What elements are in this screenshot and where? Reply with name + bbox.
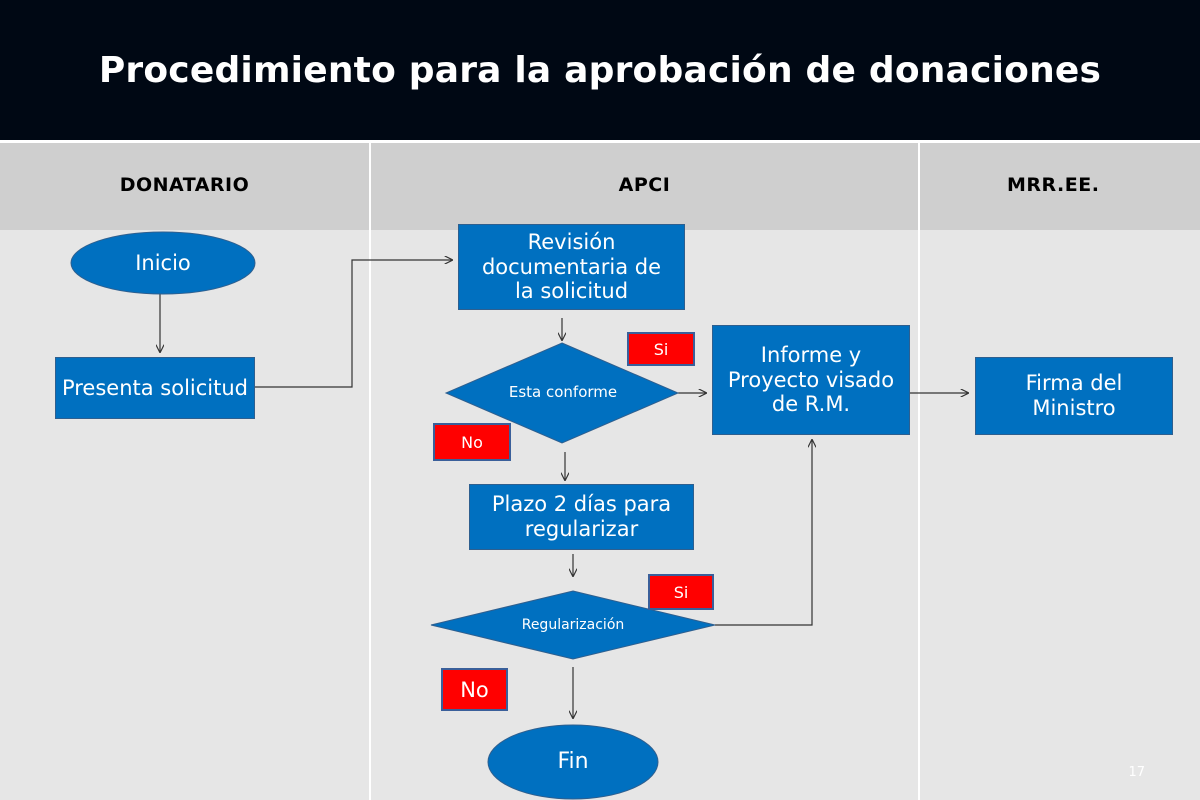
- title-bar: Procedimiento para la aprobación de dona…: [0, 0, 1200, 140]
- regularizacion-decision: [430, 590, 716, 660]
- firma-ministro-box: Firma del Ministro: [975, 357, 1173, 435]
- lane-header-row: [0, 140, 1200, 230]
- no-conforme-tag: No: [433, 423, 511, 461]
- fin-label: Fin: [557, 749, 589, 775]
- presenta-solicitud-box: Presenta solicitud: [55, 357, 255, 419]
- regularizacion-label: Regularización: [521, 616, 625, 633]
- no-regularizacion-tag: No: [441, 668, 508, 711]
- si-regularizacion-tag: Si: [648, 574, 714, 610]
- esta-conforme-decision: [444, 342, 680, 444]
- page-title: Procedimiento para la aprobación de dona…: [98, 49, 1102, 91]
- esta-conforme-label: Esta conforme: [508, 383, 618, 402]
- plazo-regularizar-box: Plazo 2 días para regularizar: [469, 484, 694, 550]
- si-conforme-tag: Si: [627, 332, 695, 366]
- lane-divider: [918, 140, 920, 800]
- arrow-regularizacion-to-informe: [715, 440, 812, 626]
- fin-terminator: [487, 724, 659, 800]
- inicio-label: Inicio: [135, 250, 191, 275]
- arrow-presenta-to-revision: [255, 260, 452, 388]
- revision-documentaria-box: Revisión documentaria de la solicitud: [458, 224, 685, 310]
- page-number: 17: [1128, 765, 1145, 780]
- lane-divider: [369, 140, 371, 800]
- lane-header-apci: APCI: [618, 174, 671, 196]
- inicio-terminator: [70, 231, 256, 295]
- connector-lines: [160, 260, 968, 718]
- informe-proyecto-box: Informe y Proyecto visado de R.M.: [712, 325, 910, 435]
- lane-header-donatario: DONATARIO: [119, 174, 250, 196]
- lane-header-mrree: MRR.EE.: [1007, 174, 1100, 196]
